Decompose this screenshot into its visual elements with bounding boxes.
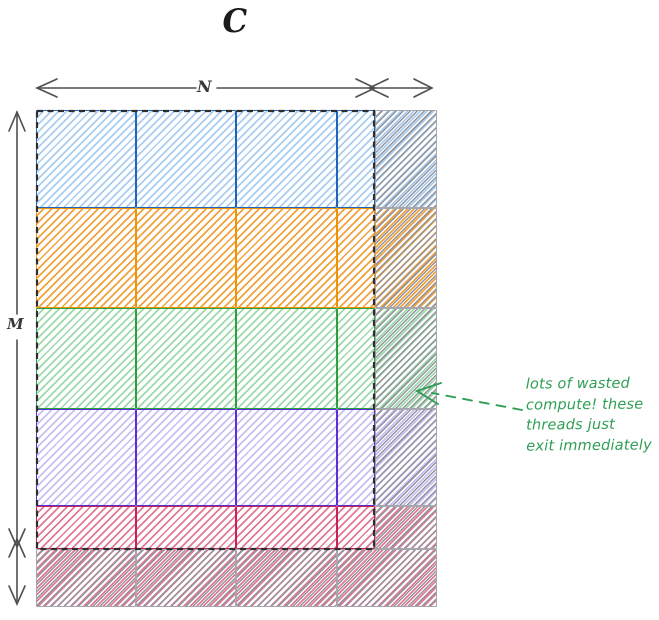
- block-cell: [136, 506, 236, 549]
- block-cell: [36, 506, 136, 549]
- block-cell: [236, 308, 337, 409]
- matrix-title: C: [220, 1, 250, 41]
- n-dimension-label: N: [197, 77, 212, 96]
- wasted-block-cell: [337, 549, 437, 607]
- extra-col-arrow-right-head: [413, 78, 434, 98]
- m-arrow-bottom-head: [8, 528, 26, 549]
- block-cell: [236, 110, 337, 208]
- wasted-block-cell: [375, 506, 437, 549]
- block-cell: [337, 110, 375, 208]
- block-cell: [337, 409, 375, 506]
- block-cell: [36, 110, 136, 208]
- m-arrow-top-head: [8, 109, 26, 132]
- wasted-block-cell: [136, 549, 236, 607]
- wasted-block-cell: [236, 549, 337, 607]
- annotation-line-3: threads just: [526, 416, 616, 434]
- block-cell: [36, 308, 136, 409]
- block-cell: [136, 308, 236, 409]
- block-cell: [136, 208, 236, 308]
- block-cell: [337, 308, 375, 409]
- wasted-block-cell: [375, 208, 437, 308]
- wasted-block-cell: [375, 110, 437, 208]
- block-cell: [236, 506, 337, 549]
- block-cell: [236, 409, 337, 506]
- wasted-compute-annotation: lots of wasted compute! these threads ju…: [526, 373, 659, 456]
- block-cell: [136, 110, 236, 208]
- extra-col-arrow-left-head: [367, 78, 389, 98]
- block-cell: [136, 409, 236, 506]
- extra-row-arrow-bottom-head: [8, 585, 26, 606]
- block-cell: [337, 506, 375, 549]
- n-arrow-left-head: [35, 78, 58, 98]
- annotation-arrow-line: [431, 392, 523, 411]
- wasted-block-cell: [375, 308, 437, 409]
- annotation-line-1: lots of wasted: [525, 375, 631, 393]
- block-cell: [36, 409, 136, 506]
- extra-row-arrow-top-head: [8, 537, 26, 558]
- block-cell: [236, 208, 337, 308]
- wasted-block-cell: [375, 409, 437, 506]
- m-dimension-label: M: [7, 315, 24, 333]
- block-cell: [36, 208, 136, 308]
- annotation-line-4: exit immediately: [526, 436, 652, 455]
- wasted-block-cell: [36, 549, 136, 607]
- block-cell: [337, 208, 375, 308]
- annotation-line-2: compute! these: [525, 396, 644, 414]
- n-arrow-right-head: [355, 78, 377, 98]
